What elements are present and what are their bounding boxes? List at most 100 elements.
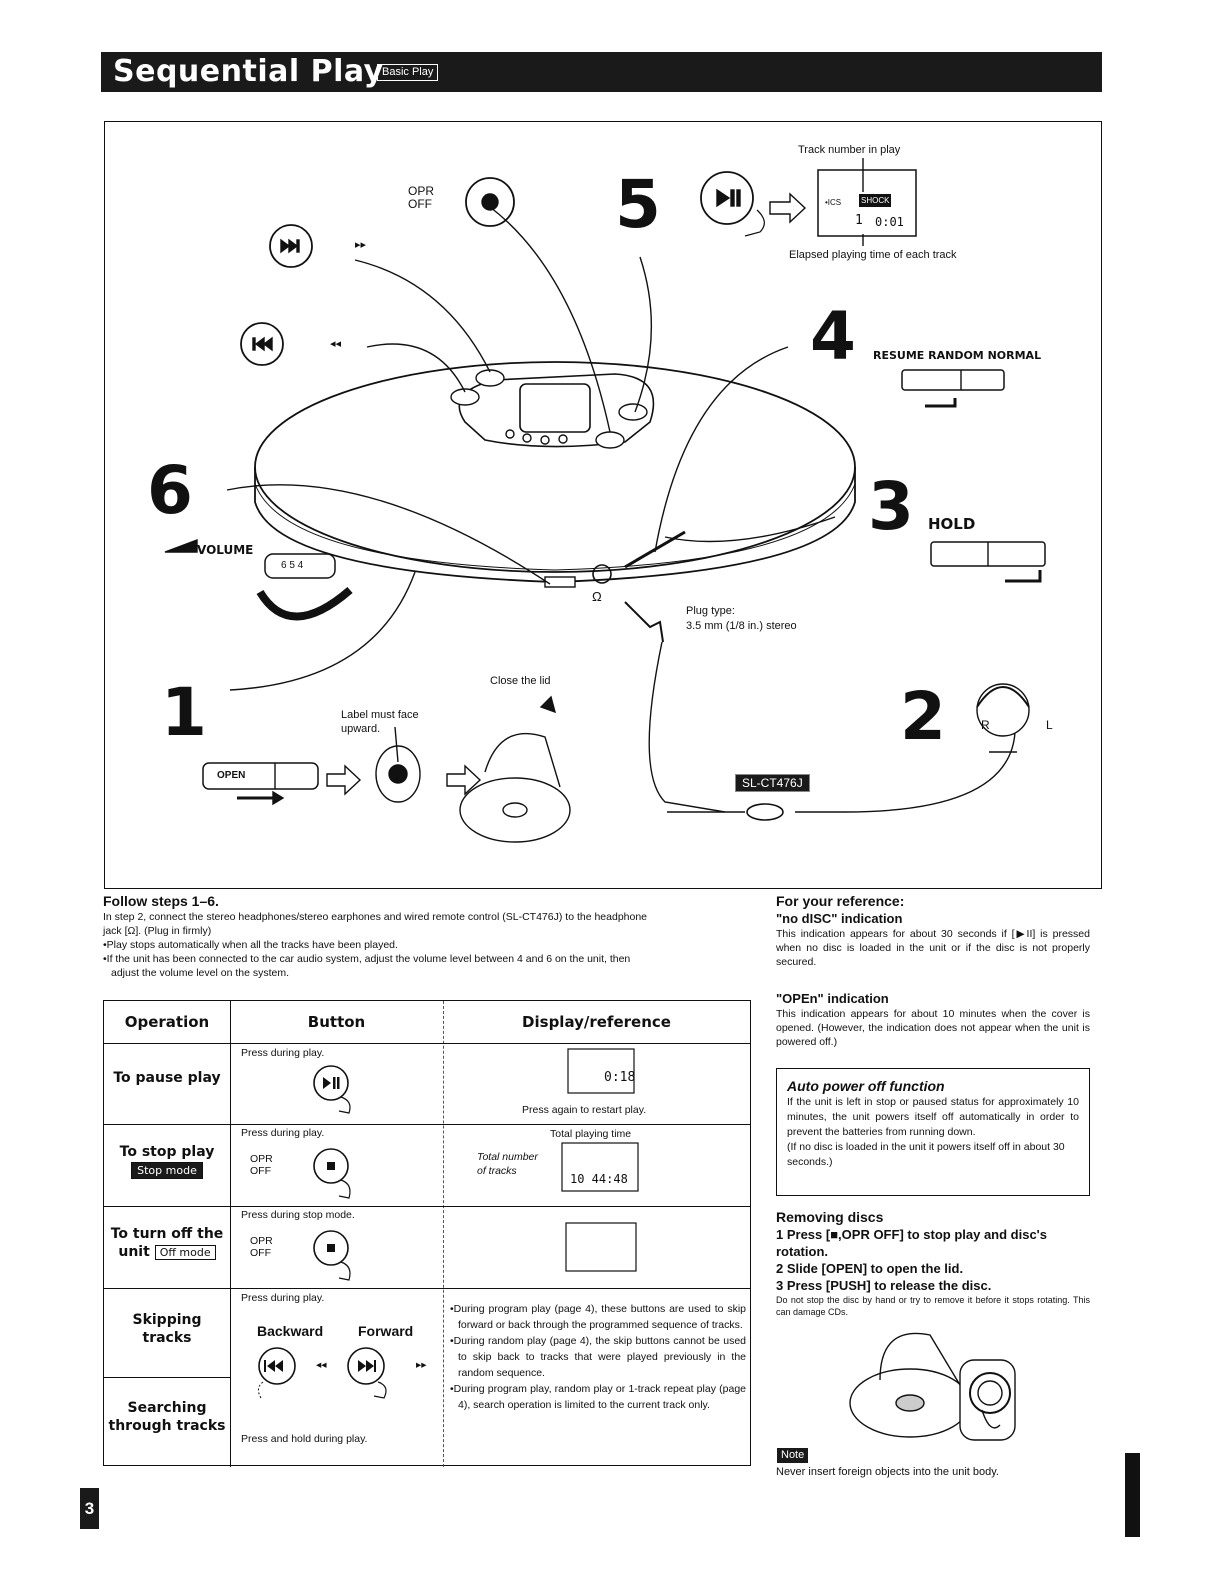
op-pause-play: To pause play bbox=[113, 1070, 221, 1086]
stop-total-tracks-line2: of tracks bbox=[477, 1165, 517, 1177]
elapsed-time-label: Elapsed playing time of each track bbox=[789, 249, 957, 261]
operation-diagram: Track number in play Elapsed playing tim… bbox=[104, 121, 1102, 889]
page-title: Sequential Play bbox=[113, 54, 384, 89]
column-divider bbox=[230, 1001, 231, 1467]
volume-dial-icon bbox=[264, 553, 336, 579]
row-divider bbox=[104, 1043, 750, 1044]
stop-opr-label: OPR bbox=[250, 1153, 273, 1165]
open-indication-section: "OPEn" indication This indication appear… bbox=[776, 990, 1090, 1049]
step-2: 2 bbox=[900, 678, 946, 755]
auto-power-off-box: Auto power off function If the unit is l… bbox=[776, 1068, 1090, 1196]
model-label: SL-CT476J bbox=[735, 774, 810, 792]
follow-bullet1: •Play stops automatically when all the t… bbox=[103, 939, 398, 951]
op-skipping: Skipping tracks bbox=[104, 1311, 230, 1347]
mode-switch-icon bbox=[901, 369, 1005, 391]
display-elapsed-time: 0:01 bbox=[875, 215, 904, 229]
pause-button-note: Press during play. bbox=[241, 1047, 325, 1059]
rew-arrows-table: ◂◂ bbox=[316, 1359, 327, 1371]
resume-random-normal-label: RESUME RANDOM NORMAL bbox=[873, 349, 1042, 362]
disc-removal-illustration bbox=[849, 1332, 1016, 1441]
follow-bullet2a: •If the unit has been connected to the c… bbox=[103, 953, 631, 965]
op-searching: Searching through tracks bbox=[104, 1399, 230, 1435]
volume-digits: 6 5 4 bbox=[281, 560, 304, 571]
diagram-art bbox=[164, 158, 1046, 843]
display-track-number: 1 bbox=[855, 213, 863, 228]
open-title: "OPEn" indication bbox=[776, 991, 889, 1006]
removing-warning: Do not stop the disc by hand or try to r… bbox=[776, 1295, 1090, 1317]
step-1: 1 bbox=[161, 674, 207, 751]
hold-label: HOLD bbox=[928, 515, 976, 533]
right-ear-label: R bbox=[981, 718, 990, 732]
left-ear-label: L bbox=[1046, 718, 1053, 732]
note-text: Never insert foreign objects into the un… bbox=[776, 1466, 999, 1478]
off-button-note: Press during stop mode. bbox=[241, 1209, 355, 1221]
op-search-line1: Searching bbox=[127, 1400, 207, 1416]
follow-line2: jack [Ω]. (Plug in firmly) bbox=[103, 925, 212, 937]
row-divider bbox=[104, 1377, 230, 1378]
stop-off-label: OFF bbox=[250, 1165, 271, 1177]
backward-button-icon bbox=[257, 1347, 296, 1399]
ff-arrows-table: ▸▸ bbox=[416, 1359, 427, 1371]
step-3: 3 bbox=[868, 468, 914, 545]
skip-note-3: •During program play, random play or 1-t… bbox=[450, 1383, 746, 1411]
op-off-line2: unit bbox=[118, 1244, 150, 1260]
step-5: 5 bbox=[615, 166, 661, 243]
removing-step2: 2 Slide [OPEN] to open the lid. bbox=[776, 1261, 964, 1276]
rew-arrows: ◂◂ bbox=[330, 338, 342, 350]
operation-table: Operation Button Display/reference To pa… bbox=[103, 1000, 751, 1467]
removing-step3: 3 Press [PUSH] to release the disc. bbox=[776, 1278, 992, 1293]
reference-section: For your reference: "no dISC" indication… bbox=[776, 892, 1090, 969]
follow-bullet2b: adjust the volume level on the system. bbox=[111, 967, 290, 979]
nodisc-title: "no dISC" indication bbox=[776, 911, 903, 926]
op-stop-play: To stop play Stop mode bbox=[104, 1143, 230, 1179]
volume-label: VOLUME bbox=[197, 543, 254, 557]
header-operation: Operation bbox=[124, 1013, 210, 1031]
op-turn-off: To turn off the unit Off mode bbox=[104, 1225, 230, 1261]
pause-button-icon bbox=[313, 1065, 351, 1114]
plug-type-line1: Plug type: bbox=[686, 605, 735, 617]
stop-button-icon bbox=[313, 1148, 351, 1199]
open-slide-icon bbox=[202, 762, 319, 790]
headphone-symbol: Ω bbox=[592, 589, 602, 604]
basic-play-badge: Basic Play bbox=[377, 64, 439, 81]
label-face-line2: upward. bbox=[341, 723, 381, 735]
off-mode-badge: Off mode bbox=[154, 1245, 216, 1260]
op-off-line1: To turn off the bbox=[110, 1226, 224, 1242]
ff-arrows: ▸▸ bbox=[355, 239, 367, 251]
display-small-text: •ICS bbox=[825, 198, 842, 207]
play-pause-button-icon bbox=[700, 171, 754, 225]
skip-button-note: Press during play. bbox=[241, 1292, 325, 1304]
stop-display-icon bbox=[561, 1142, 639, 1192]
page-number: 3 bbox=[80, 1488, 99, 1529]
stop-total-tracks-line1: Total number bbox=[477, 1151, 538, 1163]
stop-total-time-label: Total playing time bbox=[550, 1128, 632, 1140]
stop-button-icon bbox=[465, 177, 515, 227]
off-display-icon bbox=[565, 1222, 637, 1272]
removing-discs-section: Removing discs 1 Press [■,OPR OFF] to st… bbox=[776, 1208, 1090, 1318]
row-divider bbox=[104, 1124, 750, 1125]
pause-display-note: Press again to restart play. bbox=[522, 1104, 647, 1116]
label-face-line1: Label must face bbox=[341, 709, 419, 721]
open-text: This indication appears for about 10 min… bbox=[776, 1008, 1090, 1048]
header-button: Button bbox=[307, 1013, 366, 1031]
track-display-icon bbox=[817, 169, 917, 237]
op-skip-line1: Skipping bbox=[132, 1312, 202, 1328]
column-divider bbox=[443, 1001, 444, 1467]
stop-mode-badge: Stop mode bbox=[131, 1162, 203, 1179]
auto-text: If the unit is left in stop or paused st… bbox=[787, 1096, 1079, 1138]
forward-button-icon bbox=[347, 1347, 387, 1399]
auto-text2: (If no disc is loaded in the unit it pow… bbox=[787, 1141, 1065, 1168]
closed-lid-icon bbox=[459, 777, 571, 843]
title-bar: Sequential Play Basic Play bbox=[101, 52, 1102, 92]
follow-line1: In step 2, connect the stereo headphones… bbox=[103, 911, 648, 923]
op-stop-label: To stop play bbox=[119, 1144, 215, 1160]
backward-label: Backward bbox=[257, 1323, 324, 1339]
pause-display-icon bbox=[567, 1048, 635, 1094]
off-label: OFF bbox=[408, 197, 432, 211]
listener-face-icon bbox=[976, 683, 1030, 737]
off-off-label: OFF bbox=[250, 1247, 271, 1259]
search-button-note: Press and hold during play. bbox=[241, 1433, 368, 1445]
header-display: Display/reference bbox=[522, 1013, 671, 1031]
skip-note-1: •During program play (page 4), these but… bbox=[450, 1303, 746, 1331]
follow-steps-section: Follow steps 1–6. In step 2, connect the… bbox=[103, 892, 763, 980]
